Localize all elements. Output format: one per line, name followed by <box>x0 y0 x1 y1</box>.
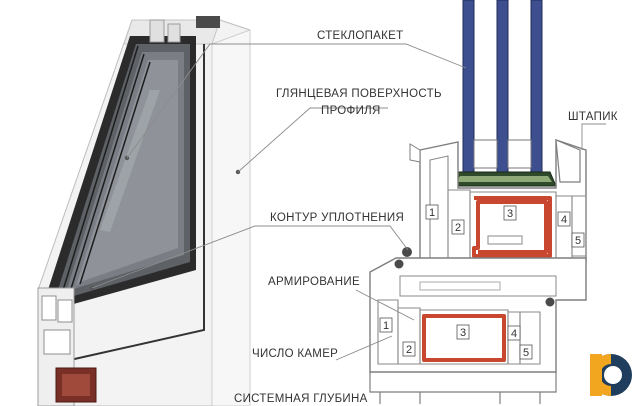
frame-chamber-numbers: 1 2 3 4 5 <box>379 317 533 360</box>
frame-chamber-1: 1 <box>383 320 389 332</box>
frame-chamber-2: 2 <box>406 344 412 356</box>
label-glossy-surface-line2: ПРОФИЛЯ <box>321 105 381 117</box>
labels: СТЕКЛОПАКЕТ ГЛЯНЦЕВАЯ ПОВЕРХНОСТЬ ПРОФИЛ… <box>234 30 618 405</box>
sash-chamber-4: 4 <box>561 214 567 226</box>
frame-chamber-3: 3 <box>460 327 466 339</box>
sash-chamber-1: 1 <box>429 207 435 219</box>
label-system-depth: СИСТЕМНАЯ ГЛУБИНА <box>234 393 368 405</box>
leader-bead <box>581 123 606 150</box>
sash-chamber-3: 3 <box>507 208 513 220</box>
leader-glossy-surface <box>237 107 388 173</box>
glass-pane-1 <box>462 0 475 177</box>
label-chamber-count: ЧИСЛО КАМЕР <box>252 348 338 360</box>
frame-chamber-4: 4 <box>511 328 517 340</box>
sash-chamber-numbers: 1 2 3 4 5 <box>425 204 585 248</box>
leader-lines <box>91 43 606 361</box>
seal-gasket-2 <box>394 259 404 269</box>
label-glossy-surface-line1: ГЛЯНЦЕВАЯ ПОВЕРХНОСТЬ <box>276 88 442 100</box>
label-bead: ШТАПИК <box>568 111 618 123</box>
sash-chamber-5: 5 <box>575 235 581 247</box>
leader-glass-unit <box>126 43 467 159</box>
frame-chamber-5: 5 <box>523 347 529 359</box>
seal-gasket-3 <box>545 297 555 307</box>
label-glass-unit: СТЕКЛОПАКЕТ <box>317 30 403 42</box>
label-seal-contour: КОНТУР УПЛОТНЕНИЯ <box>270 212 404 224</box>
label-reinforcement: АРМИРОВАНИЕ <box>268 276 360 288</box>
glass-pane-2 <box>496 0 509 177</box>
leader-seal-contour <box>91 225 409 289</box>
leader-chamber-count <box>335 335 393 361</box>
leader-reinforcement <box>355 289 415 321</box>
window-corner-illustration <box>37 16 251 406</box>
glazing-bead <box>555 139 581 183</box>
seal-gasket-1 <box>402 247 412 257</box>
glass-pane-3 <box>530 0 543 177</box>
profile-cross-section <box>369 0 587 404</box>
sash-chamber-2: 2 <box>455 222 461 234</box>
frame-reinforcement <box>422 314 506 362</box>
sash-reinforcement <box>472 196 552 258</box>
company-logo-icon <box>590 354 632 396</box>
